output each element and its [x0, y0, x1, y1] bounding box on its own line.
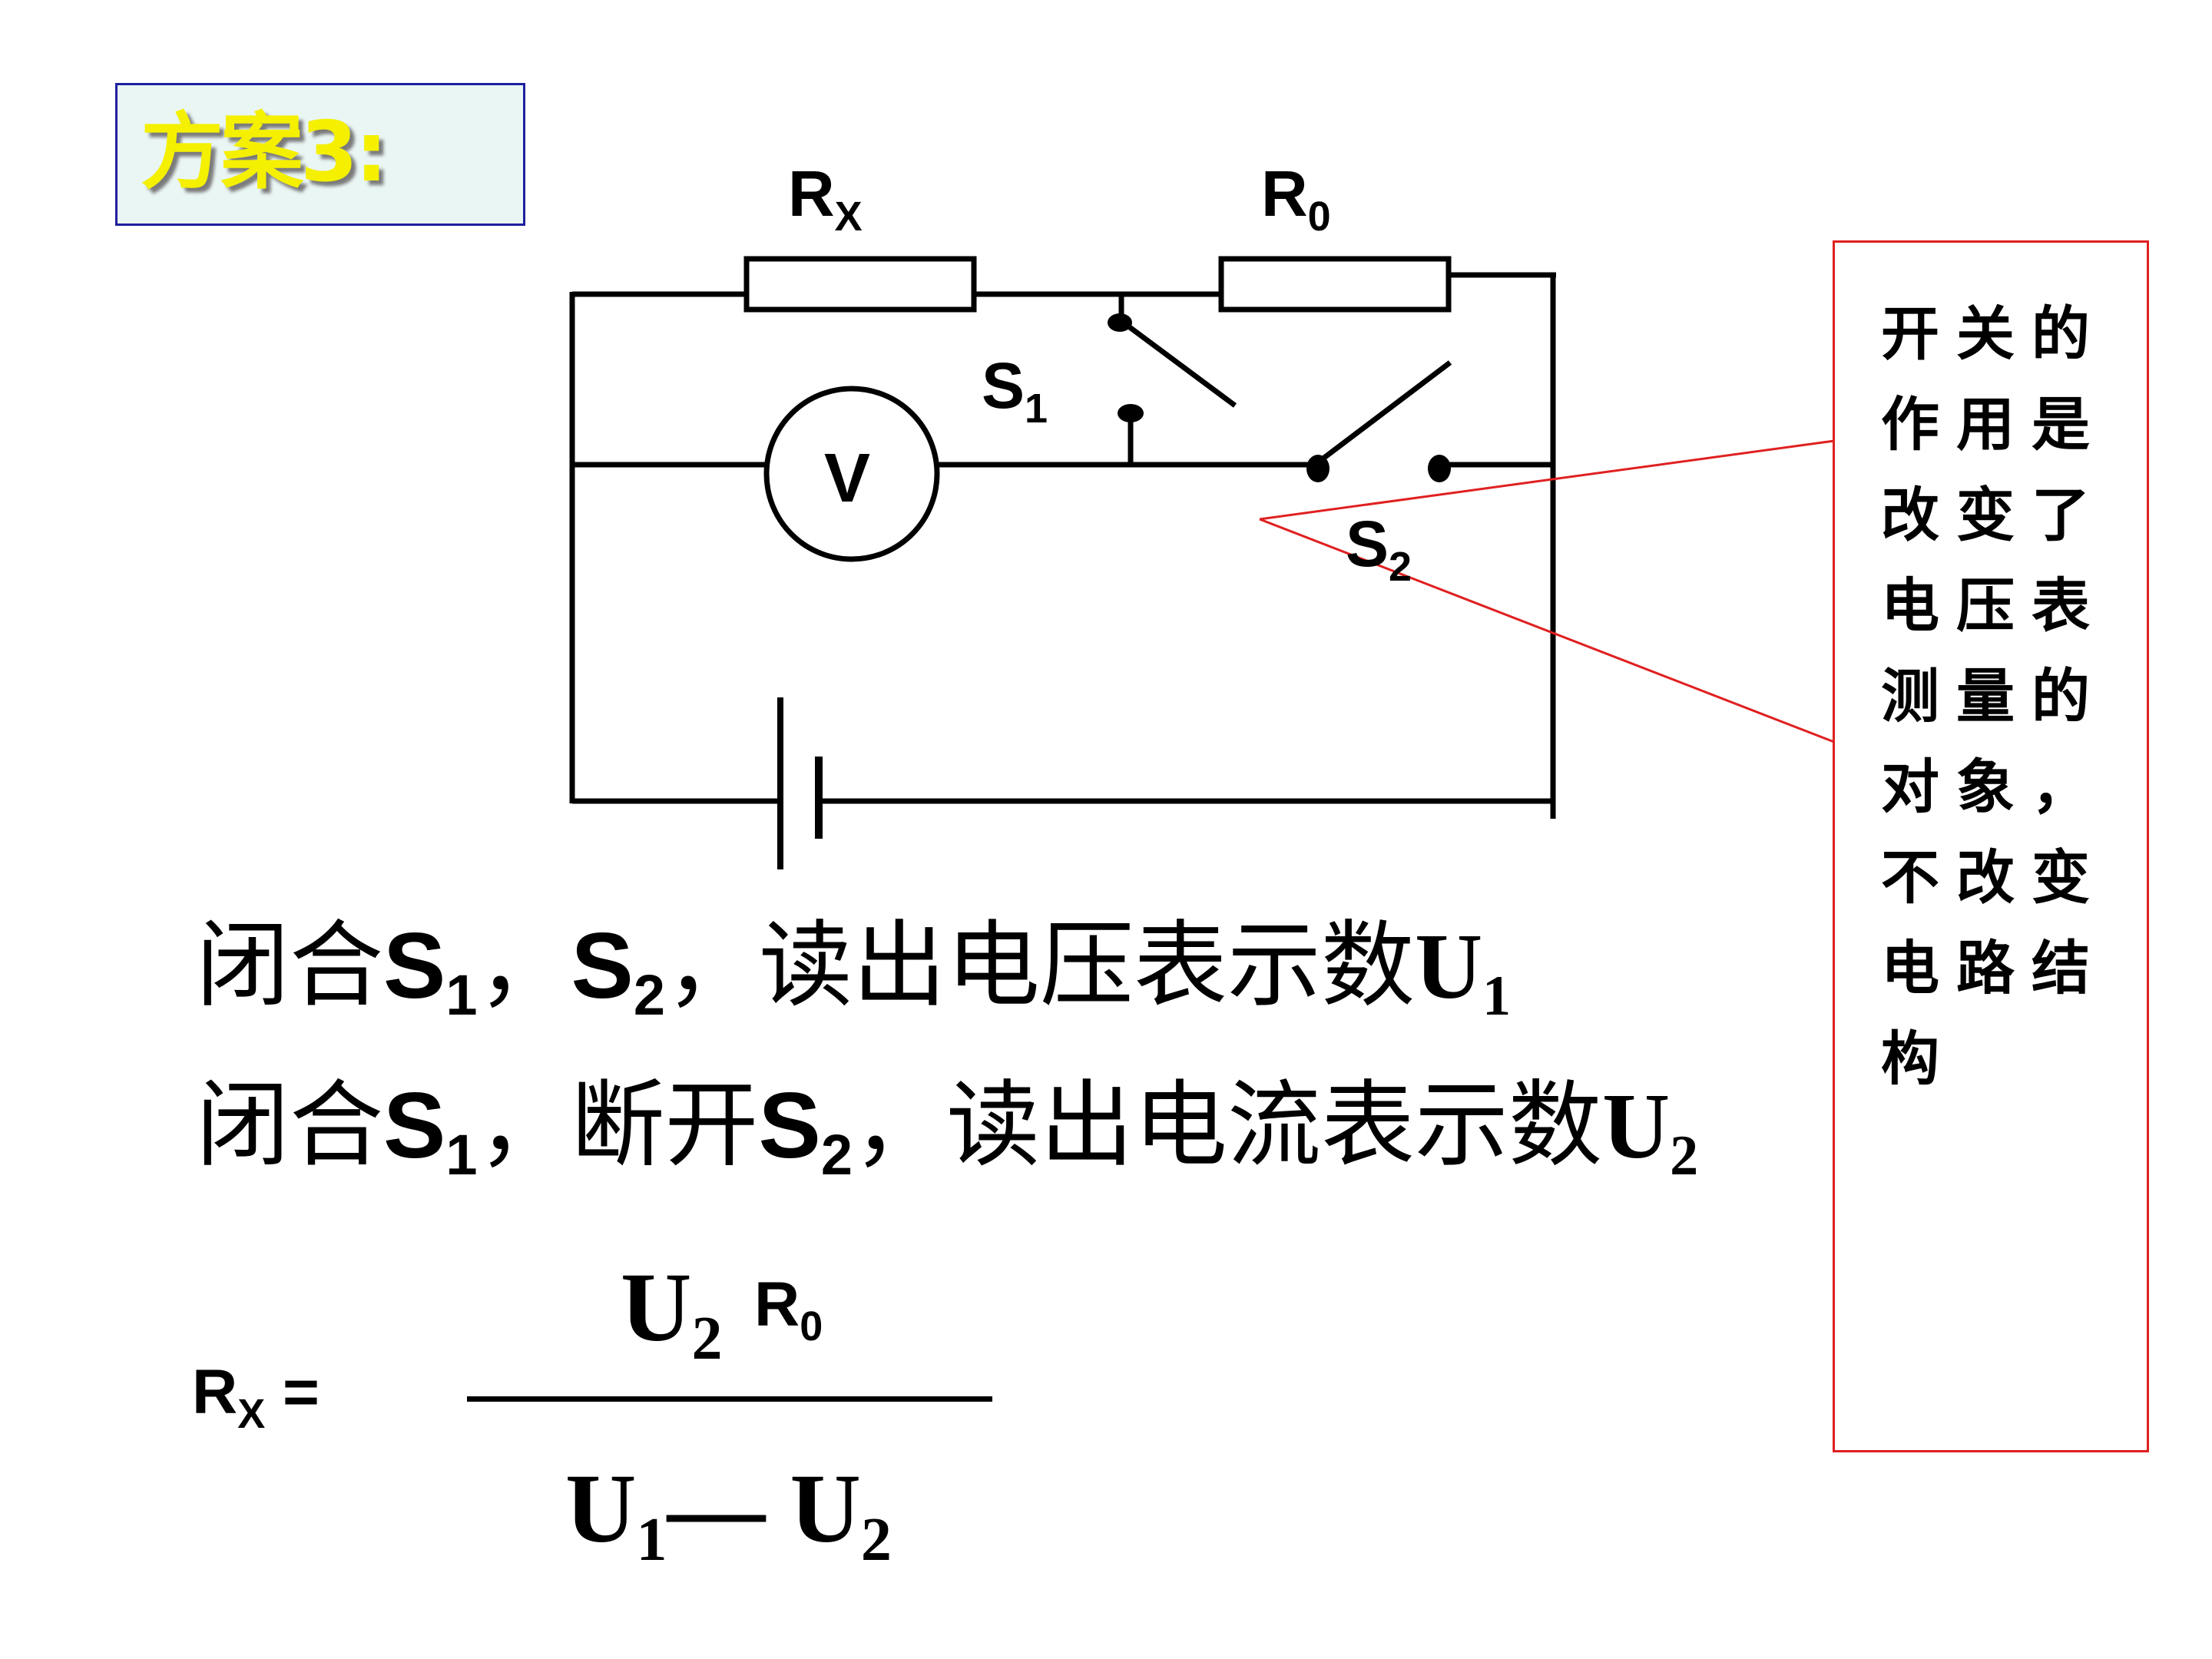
formula-denominator: U1— U2 [565, 1454, 892, 1574]
switch-s2-label: S2 [1346, 508, 1412, 590]
switch-s1-top-contact [1108, 313, 1132, 332]
formula-numerator-r: R0 [754, 1270, 823, 1349]
switch-s2-left-contact [1306, 455, 1330, 482]
voltmeter-circle [763, 386, 940, 562]
title-box: 方案3: [115, 83, 525, 226]
callout-pointer-upper [1259, 439, 1835, 521]
title-text: 方案3: [141, 104, 388, 200]
resistor-r0 [1218, 256, 1452, 313]
step-line-2: 闭合S1，断开S2，读出电流表示数U2 [196, 1071, 1699, 1188]
formula-fraction-bar [467, 1396, 992, 1402]
voltmeter-label: V [824, 440, 871, 517]
formula-lhs: RX = [192, 1357, 320, 1437]
switch-s2-blade [1313, 360, 1452, 467]
formula-numerator-u: U2 [621, 1253, 723, 1373]
switch-s1-blade [1119, 319, 1237, 408]
callout-note: 开关的作用是改变了电压表测量的对象，不改变电路结构 [1833, 240, 2149, 1452]
callout-pointer-lower [1259, 518, 1835, 743]
resistor-r0-label: R0 [1261, 157, 1331, 240]
callout-note-text: 开关的作用是改变了电压表测量的对象，不改变电路结构 [1881, 300, 2107, 1093]
step-line-1: 闭合S1，S2，读出电压表示数U1 [196, 911, 1512, 1028]
resistor-rx [743, 256, 977, 313]
switch-s2-right-contact [1428, 455, 1451, 482]
resistor-rx-label: RX [788, 157, 863, 240]
switch-s1-bottom-contact [1118, 404, 1144, 422]
switch-s1-label: S1 [982, 349, 1048, 432]
